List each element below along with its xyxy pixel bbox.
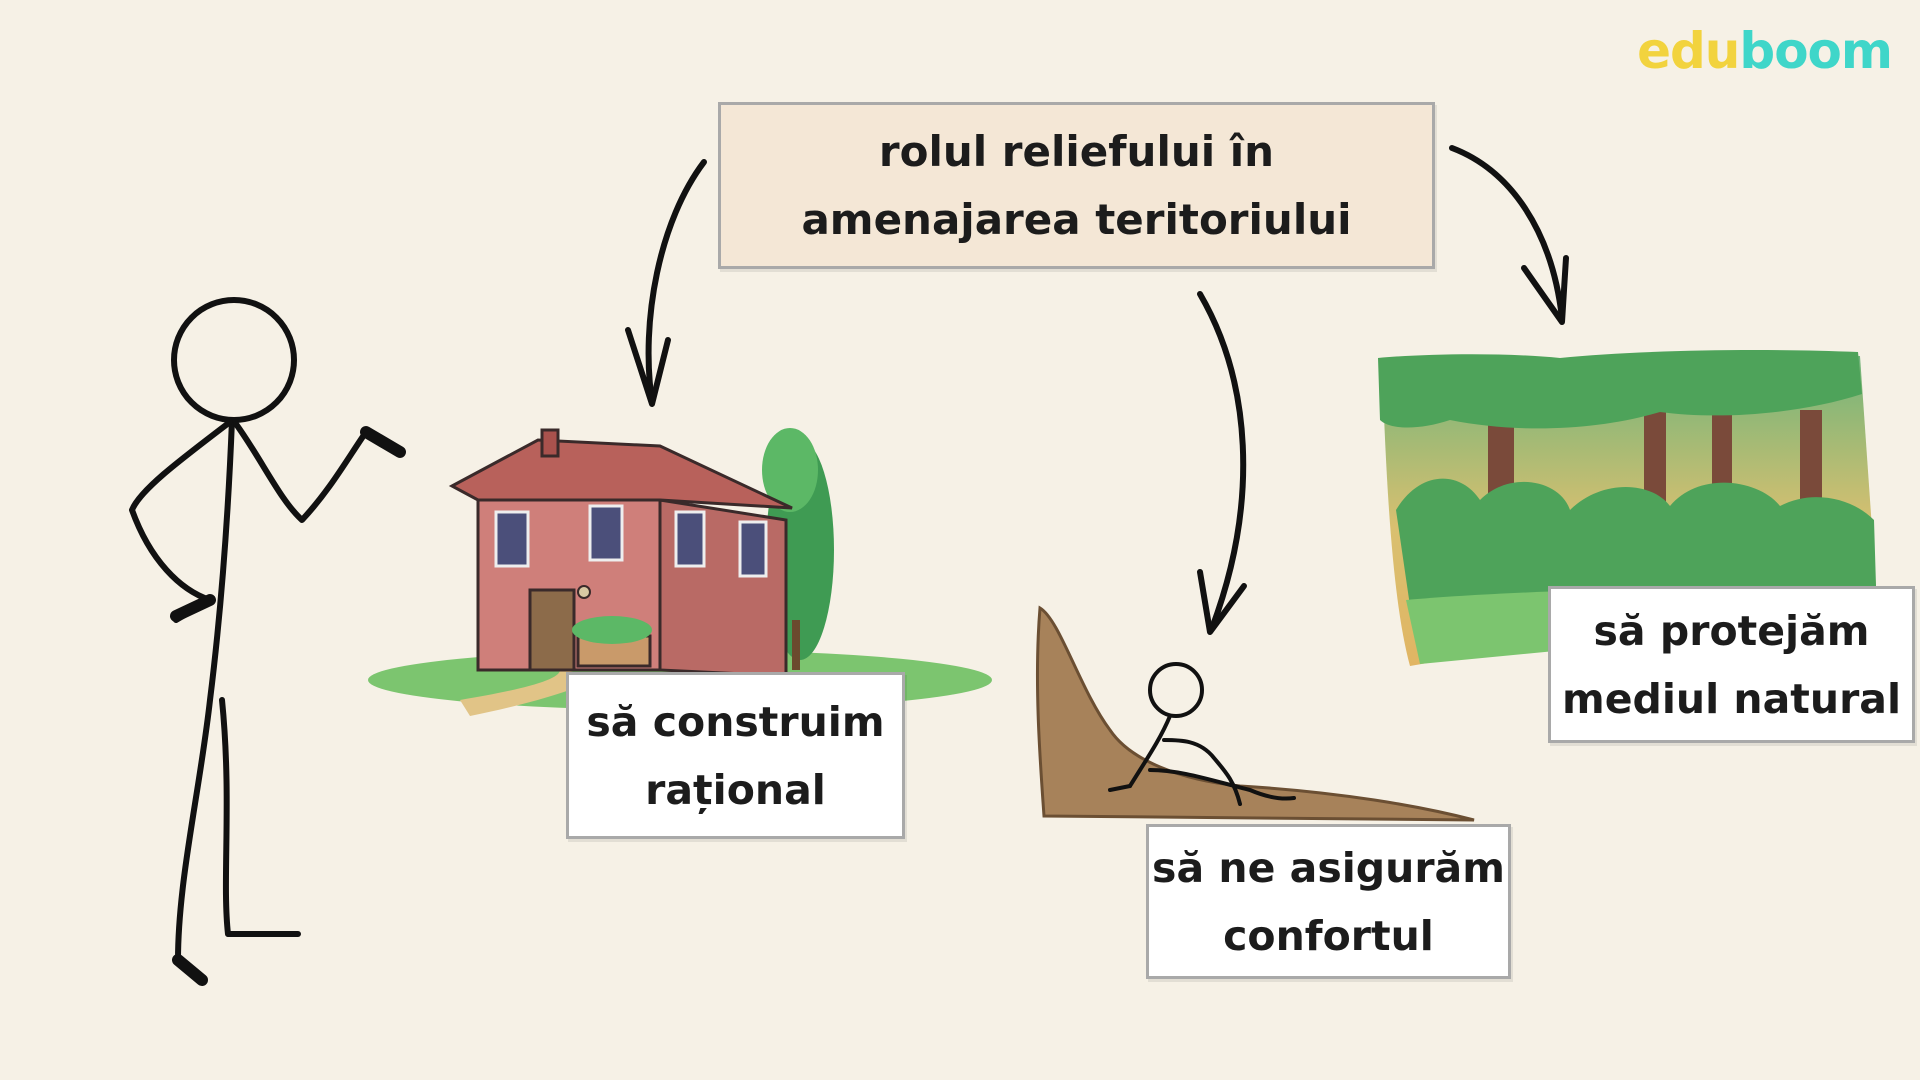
resting-person-icon (1035, 605, 1475, 822)
label-line: confortul (1223, 911, 1434, 960)
head (171, 297, 297, 423)
main-topic-text: rolul reliefului în amenajarea teritoriu… (801, 126, 1352, 244)
main-topic-box: rolul reliefului în amenajarea teritoriu… (718, 102, 1435, 269)
branch-label-confort: să ne asigurăm confortul (1146, 824, 1511, 979)
left-arm (129, 419, 233, 623)
torso-left-leg (175, 417, 235, 963)
label-line: rațional (645, 765, 826, 814)
branch-label-construim: să construim rațional (566, 672, 905, 839)
label-line: mediul natural (1561, 674, 1902, 723)
branch-label-text: să ne asigurăm confortul (1152, 834, 1505, 970)
arrow-to-person (1197, 291, 1247, 635)
logo-part-boom: boom (1739, 22, 1893, 80)
right-arm (233, 421, 403, 523)
arrow-to-house (625, 159, 707, 407)
label-line: să protejăm (1593, 606, 1870, 655)
label-line: să ne asigurăm (1152, 843, 1505, 892)
arrow-to-forest (1449, 145, 1569, 325)
stick-figure-presenter (129, 297, 406, 986)
branch-label-protejam: să protejăm mediul natural (1548, 586, 1915, 743)
branch-label-text: să protejăm mediul natural (1562, 597, 1901, 733)
right-leg (219, 697, 301, 937)
branch-label-text: să construim rațional (586, 688, 884, 824)
label-line: să construim (586, 697, 885, 746)
logo-part-edu: edu (1637, 22, 1740, 80)
eduboom-logo: eduboom (1637, 22, 1893, 80)
